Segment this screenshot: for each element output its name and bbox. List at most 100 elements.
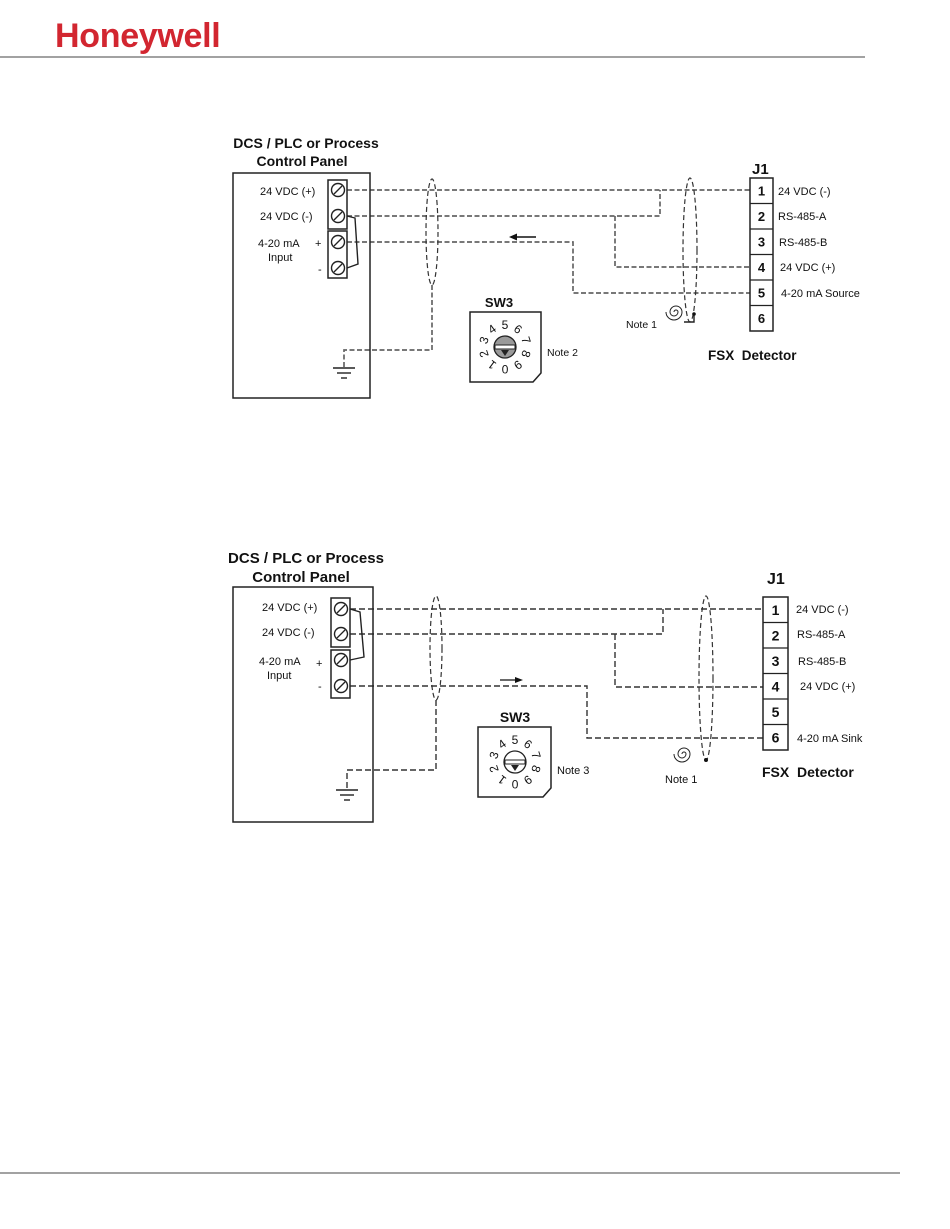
pin-number: 6 — [758, 311, 765, 326]
pin-number: 2 — [758, 209, 765, 224]
jumper-wire — [346, 215, 359, 269]
screw-terminal-icon — [333, 652, 349, 668]
screw-terminal-icon — [330, 182, 346, 198]
signal-wire — [347, 241, 750, 294]
dial-digit: 0 — [501, 362, 508, 376]
terminal-label: 24 VDC (+) — [262, 602, 317, 614]
dial-digit: 7 — [528, 750, 543, 761]
rotary-switch-knob-icon — [503, 750, 527, 774]
sw3-note: Note 3 — [557, 765, 589, 777]
dial-digit: 7 — [518, 335, 533, 346]
jumper-wire — [349, 608, 365, 661]
screw-terminal-icon — [333, 626, 349, 642]
polarity-label: - — [318, 264, 322, 276]
ground-icon — [333, 367, 355, 379]
connector-title: J1 — [767, 571, 785, 588]
shield-note: Note 1 — [626, 319, 657, 331]
power-wire — [347, 190, 661, 217]
panel-title: DCS / PLC or Process — [233, 135, 379, 151]
arrow-left-icon — [509, 233, 536, 241]
pin-label: RS-485-B — [798, 656, 846, 668]
cable-shield-icon — [698, 595, 714, 761]
terminal-label: 24 VDC (+) — [260, 186, 315, 198]
cable-shield-icon — [425, 178, 439, 286]
shield-note: Note 1 — [665, 774, 697, 786]
shield-ground-wire — [343, 285, 433, 368]
terminal-label: 24 VDC (-) — [262, 627, 315, 639]
screw-terminal-icon — [333, 601, 349, 617]
dial-digit: 3 — [476, 335, 491, 346]
sw3-title: SW3 — [485, 295, 513, 310]
pin-number: 6 — [772, 730, 780, 746]
pin-label: 24 VDC (+) — [780, 262, 835, 274]
connector-j1 — [762, 596, 789, 751]
panel-title: Control Panel — [252, 569, 350, 586]
power-wire — [350, 609, 664, 635]
polarity-label: + — [315, 238, 321, 250]
drain-wire-spiral-icon — [665, 305, 683, 321]
dial-digit: 5 — [512, 733, 519, 747]
screw-terminal-icon — [333, 678, 349, 694]
cable-shield-icon — [429, 595, 443, 701]
screw-terminal-icon — [330, 208, 346, 224]
drain-wire-spiral-icon — [673, 747, 691, 763]
panel-title: DCS / PLC or Process — [228, 550, 384, 567]
pin-number: 1 — [772, 602, 780, 618]
pin-label: 4-20 mA Sink — [797, 733, 863, 745]
pin-label: RS-485-A — [778, 211, 827, 223]
pin-label: 24 VDC (-) — [796, 604, 849, 616]
polarity-label: + — [316, 658, 322, 670]
control-panel-box — [232, 586, 374, 823]
dial-digit: 8 — [528, 763, 543, 774]
dial-digit: 0 — [511, 777, 518, 791]
dial-digit: 5 — [502, 318, 509, 332]
rotary-switch-knob-icon — [493, 335, 517, 359]
screw-terminal-icon — [330, 234, 346, 250]
shield-ground-wire — [346, 700, 437, 790]
drain-wire — [684, 313, 695, 323]
pin-label: RS-485-B — [779, 237, 827, 249]
cable-shield-icon — [682, 177, 698, 323]
connector-title: J1 — [752, 161, 769, 178]
pin-number: 1 — [758, 184, 765, 199]
pin-label: 4-20 mA Source — [781, 288, 860, 300]
pin-label: 24 VDC (-) — [778, 186, 831, 198]
signal-wire — [350, 685, 763, 739]
terminal-label: Input — [267, 670, 291, 682]
honeywell-logo: Honeywell — [55, 17, 220, 55]
pin-number: 3 — [772, 653, 780, 669]
drain-connection-icon — [692, 312, 696, 316]
terminal-label: Input — [268, 252, 292, 264]
ground-icon — [336, 789, 358, 801]
connector-j1 — [749, 177, 774, 332]
wiring-diagram-sink: DCS / PLC or Process Control Panel 24 VD… — [228, 550, 863, 823]
pin-label: 24 VDC (+) — [800, 681, 855, 693]
screw-terminal-icon — [330, 260, 346, 276]
pin-number: 2 — [772, 628, 780, 644]
pin-number: 3 — [758, 235, 765, 250]
dial-digit: 2 — [486, 763, 501, 774]
wiring-diagram-source: DCS / PLC or Process Control Panel 24 VD… — [232, 135, 860, 399]
device-label: FSX Detector — [708, 348, 797, 363]
dial-digit: 3 — [486, 750, 501, 761]
dial-digit: 2 — [476, 348, 491, 359]
terminal-label: 24 VDC (-) — [260, 211, 313, 223]
terminal-label: 4-20 mA — [258, 238, 300, 250]
pin-number: 4 — [772, 679, 780, 695]
power-wire — [614, 216, 750, 268]
terminal-label: 4-20 mA — [259, 656, 301, 668]
pin-number: 5 — [772, 704, 780, 720]
pin-number: 4 — [758, 260, 766, 275]
polarity-label: - — [318, 681, 322, 693]
pin-label: RS-485-A — [797, 629, 846, 641]
device-label: FSX Detector — [762, 764, 854, 780]
panel-title: Control Panel — [256, 153, 347, 169]
arrow-right-icon — [500, 677, 523, 683]
drain-connection-icon — [704, 758, 708, 762]
control-panel-box — [232, 172, 371, 399]
power-wire — [614, 634, 763, 688]
sw3-title: SW3 — [500, 709, 531, 725]
pin-number: 5 — [758, 286, 765, 301]
